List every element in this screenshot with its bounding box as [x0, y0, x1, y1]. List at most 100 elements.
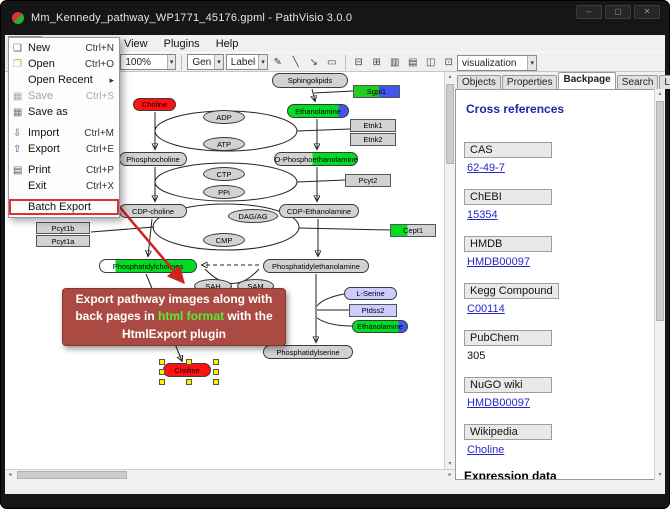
- pathway-node-cdp-choline[interactable]: CDP-choline: [119, 204, 187, 218]
- pathway-edge[interactable]: [296, 128, 351, 132]
- file-menu-item-open-recent[interactable]: Open Recent▸: [9, 72, 119, 88]
- connector-tool-icon[interactable]: ↘: [309, 56, 318, 68]
- pathway-node-ppi[interactable]: PPi: [203, 185, 245, 199]
- pathway-node-ptdss2[interactable]: Ptdss2: [349, 304, 397, 317]
- chevron-down-icon[interactable]: ▾: [214, 55, 223, 69]
- scroll-down-icon[interactable]: ▾: [658, 472, 662, 478]
- pathway-node-adp[interactable]: ADP: [203, 110, 245, 124]
- pathway-edge[interactable]: [316, 293, 345, 307]
- canvas-hscroll-thumb[interactable]: [17, 471, 127, 479]
- pencil-tool-icon[interactable]: ✎: [273, 56, 282, 68]
- pathway-node-phosphatidylcholines[interactable]: Phosphatidylcholines: [99, 259, 197, 273]
- selection-handle[interactable]: [159, 369, 165, 375]
- pathway-node-sgpl1[interactable]: Sgpl1: [353, 85, 400, 98]
- pathway-node-dag-ag[interactable]: DAG/AG: [228, 209, 278, 223]
- pathway-node-cmp[interactable]: CMP: [203, 233, 245, 247]
- panel-vertical-scrollbar[interactable]: ▴ ▾: [654, 89, 665, 480]
- shape-tool-dropdown[interactable]: ▭: [327, 56, 337, 68]
- pathway-node-pcyt1a[interactable]: Pcyt1a: [36, 235, 90, 247]
- close-button[interactable]: ✕: [634, 5, 660, 19]
- pathway-edge[interactable]: [312, 88, 315, 101]
- pathway-node-pcyt1b[interactable]: Pcyt1b: [36, 222, 90, 234]
- align-vertical-icon[interactable]: ⊞: [372, 56, 381, 68]
- scroll-right-icon[interactable]: ▸: [448, 472, 452, 478]
- chevron-down-icon[interactable]: ▾: [166, 55, 176, 69]
- new-datanode-dropdown[interactable]: Gen▾: [187, 54, 224, 70]
- scroll-up-icon[interactable]: ▴: [448, 74, 452, 80]
- pathway-node-ctp[interactable]: CTP: [203, 167, 245, 181]
- menu-help[interactable]: Help: [215, 37, 239, 50]
- backpage-link[interactable]: 15354: [467, 209, 498, 221]
- pathway-node-choline[interactable]: Choline: [163, 363, 211, 377]
- pathway-edge[interactable]: [298, 227, 391, 231]
- file-menu-item-save-as[interactable]: ▦Save as: [9, 104, 119, 120]
- backpage-link[interactable]: HMDB00097: [467, 256, 530, 268]
- pathway-node-sphingolipids[interactable]: Sphingolipids: [272, 73, 348, 88]
- pathway-node-o-phosphoethanolamine[interactable]: O-Phosphoethanolamine: [274, 152, 358, 166]
- new-label-dropdown[interactable]: Label▾: [225, 54, 268, 70]
- pathway-node-pcyt2[interactable]: Pcyt2: [345, 174, 391, 187]
- zoom-dropdown[interactable]: 100%▾: [120, 54, 177, 70]
- selection-handle[interactable]: [186, 379, 192, 385]
- pathway-node-ethanolamine[interactable]: Ethanolamine: [287, 104, 349, 118]
- pathway-node-etnk1[interactable]: Etnk1: [350, 119, 396, 132]
- canvas-vscroll-thumb[interactable]: [446, 84, 454, 164]
- tab-search[interactable]: Search: [616, 75, 659, 89]
- canvas-vertical-scrollbar[interactable]: ▴ ▾: [444, 72, 455, 469]
- selection-handle[interactable]: [186, 359, 192, 365]
- line-tool-icon[interactable]: ╲: [292, 56, 299, 68]
- menu-view[interactable]: View: [123, 37, 148, 50]
- pathway-node-phosphatidylethanolamine[interactable]: Phosphatidylethanolamine: [263, 259, 369, 273]
- distribute-vertical-icon[interactable]: ▤: [408, 56, 418, 68]
- maximize-button[interactable]: ▢: [605, 5, 631, 19]
- pathway-edge[interactable]: [313, 90, 354, 94]
- pathway-edge[interactable]: [296, 179, 346, 183]
- backpage-link[interactable]: HMDB00097: [467, 397, 530, 409]
- pathway-node-phosphocholine[interactable]: Phosphocholine: [119, 152, 187, 166]
- pathway-node-phosphatidylserine[interactable]: Phosphatidylserine: [263, 345, 353, 359]
- selection-handle[interactable]: [159, 359, 165, 365]
- backpage-link[interactable]: C00114: [467, 303, 505, 315]
- scroll-up-icon[interactable]: ▴: [658, 91, 662, 97]
- pathway-node-l-serine[interactable]: L-Serine: [344, 287, 397, 300]
- selection-handle[interactable]: [213, 359, 219, 365]
- distribute-horizontal-icon[interactable]: ▥: [390, 56, 400, 68]
- tab-legend[interactable]: Legend: [659, 75, 670, 89]
- tab-objects[interactable]: Objects: [457, 75, 501, 89]
- backpage-link[interactable]: 62-49-7: [467, 162, 505, 174]
- menu-plugins[interactable]: Plugins: [163, 37, 200, 50]
- pathway-node-ethanolamine[interactable]: Ethanolamine: [352, 320, 408, 333]
- scroll-left-icon[interactable]: ◂: [8, 472, 12, 478]
- minimize-button[interactable]: –: [576, 5, 602, 19]
- pathway-node-choline[interactable]: Choline: [133, 98, 176, 111]
- pathway-edge[interactable]: [90, 226, 155, 233]
- align-horizontal-icon[interactable]: ⊟: [354, 56, 363, 68]
- pathway-edge[interactable]: [148, 218, 153, 256]
- pathway-node-cept1[interactable]: Cept1: [390, 224, 436, 237]
- pathway-node-atp[interactable]: ATP: [203, 137, 245, 151]
- file-menu-item-batch-export[interactable]: Batch Export: [9, 199, 119, 215]
- scroll-down-icon[interactable]: ▾: [448, 461, 452, 467]
- visualization-dropdown[interactable]: visualization ▾: [457, 55, 537, 71]
- chevron-down-icon[interactable]: ▾: [258, 55, 267, 69]
- pathway-edge[interactable]: [316, 317, 353, 327]
- chevron-down-icon[interactable]: ▾: [527, 56, 536, 70]
- selection-handle[interactable]: [213, 379, 219, 385]
- stack-vertical-icon[interactable]: ⊡: [444, 56, 453, 68]
- pathway-node-etnk2[interactable]: Etnk2: [350, 133, 396, 146]
- stack-horizontal-icon[interactable]: ◫: [426, 56, 436, 68]
- backpage-link[interactable]: Choline: [467, 444, 505, 456]
- tab-properties[interactable]: Properties: [501, 75, 558, 89]
- pathway-edge[interactable]: [204, 268, 260, 284]
- panel-vscroll-thumb[interactable]: [656, 101, 664, 321]
- selection-handle[interactable]: [213, 369, 219, 375]
- canvas-horizontal-scrollbar[interactable]: ◂ ▸: [5, 469, 455, 480]
- pathway-node-cdp-ethanolamine[interactable]: CDP-Ethanolamine: [279, 204, 359, 218]
